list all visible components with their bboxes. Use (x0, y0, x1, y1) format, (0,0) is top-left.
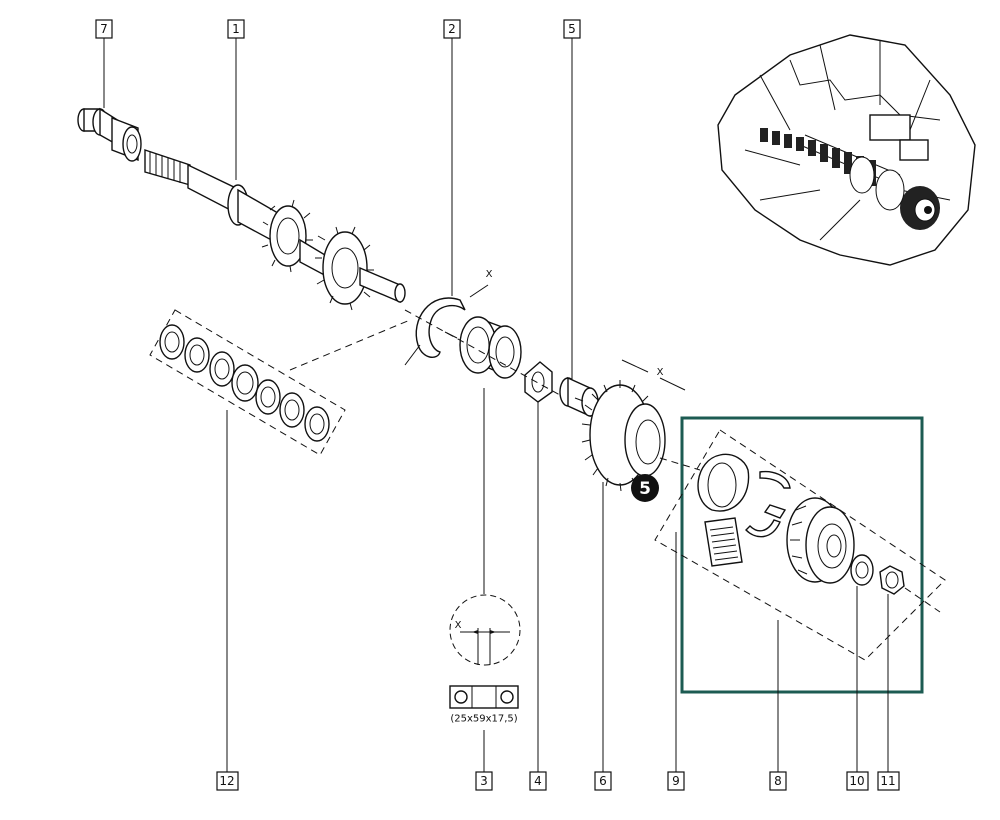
part-3-bearing (444, 316, 522, 379)
callout-10: 10 (846, 771, 869, 791)
bearing-size-label: (25x59x17,5) (450, 714, 517, 725)
callout-6: 6 (594, 771, 612, 791)
part-5-bushing (559, 376, 599, 418)
step-badge: 5 (631, 474, 659, 502)
gearbox-thumbnail (717, 34, 976, 266)
part-1-input-shaft (144, 149, 406, 311)
svg-text:4: 4 (534, 774, 542, 788)
svg-text:6: 6 (599, 774, 607, 788)
svg-text:11: 11 (880, 774, 895, 788)
callout-1: 1 (227, 19, 245, 39)
leader-lines (103, 38, 889, 772)
synchro-assembly-frame (654, 416, 946, 694)
part-4-washer (524, 361, 553, 403)
svg-text:1: 1 (232, 22, 240, 36)
svg-text:10: 10 (849, 774, 864, 788)
callout-11: 11 (877, 771, 900, 791)
callout-5: 5 (563, 19, 581, 39)
svg-text:7: 7 (100, 22, 108, 36)
part-7-end-bush (77, 107, 142, 162)
dimension-x-gear: X (657, 367, 664, 378)
callout-4: 4 (529, 771, 547, 791)
part-2-circlip (404, 284, 489, 366)
step-badge-label: 5 (639, 479, 651, 499)
bearing-detail: (25x59x17,5) (449, 594, 521, 725)
dimension-x-ring: X (486, 269, 493, 280)
part-12-shim-set (149, 309, 411, 456)
callout-7: 7 (95, 19, 113, 39)
callout-8: 8 (769, 771, 787, 791)
svg-text:12: 12 (219, 774, 234, 788)
callout-2: 2 (443, 19, 461, 39)
svg-text:5: 5 (568, 22, 576, 36)
callout-12: 12 (216, 771, 239, 791)
callout-3: 3 (475, 771, 493, 791)
callout-9: 9 (667, 771, 685, 791)
svg-text:2: 2 (448, 22, 456, 36)
svg-text:8: 8 (774, 774, 782, 788)
svg-text:9: 9 (672, 774, 680, 788)
dimension-x-bearing: X (455, 620, 462, 631)
svg-text:3: 3 (480, 774, 488, 788)
part-6-gear (581, 359, 686, 492)
